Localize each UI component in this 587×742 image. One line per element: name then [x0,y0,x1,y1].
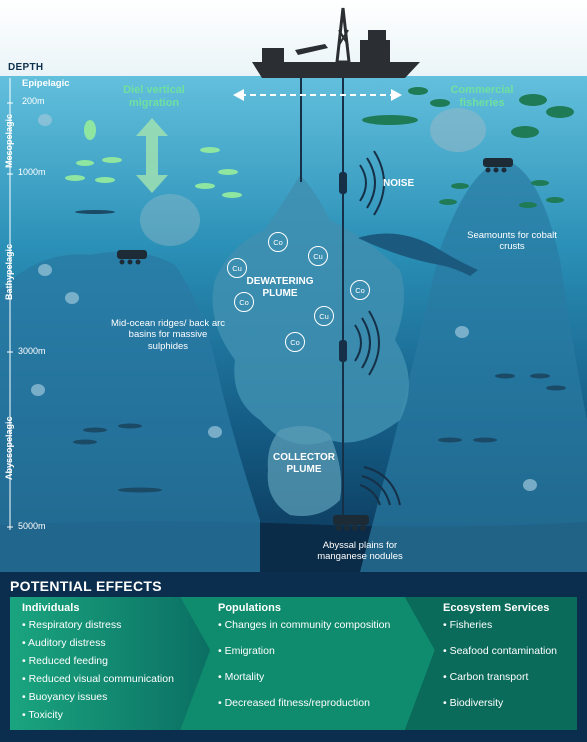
ecosystem-services-title: Ecosystem Services [443,602,550,614]
vertical-migration-arrow [136,118,168,193]
effect-item: Fisheries [443,619,557,631]
populations-title: Populations [218,602,281,614]
effect-item: Mortality [218,671,390,683]
diel-migration-label: Diel vertical migration [123,84,185,110]
dewatering-plume-label: DEWATERING PLUME [246,276,314,299]
collector-vehicle-ridge [117,250,147,265]
depth-1000m: 1000m [18,167,46,177]
effect-item: Seafood contamination [443,645,557,657]
effect-item: Reduced visual communication [22,673,174,685]
collector-vehicle-seamount [483,158,513,173]
effect-item: Toxicity [22,709,174,721]
effect-item: Decreased fitness/reproduction [218,697,390,709]
ridges-label: Mid-ocean ridges/ back arc basins for ma… [110,318,226,352]
depth-200m: 200m [22,96,45,106]
metal-ion: Co [268,232,288,252]
effect-item: Buoyancy issues [22,691,174,703]
zone-epipelagic: Epipelagic [22,78,70,89]
individuals-title: Individuals [22,602,80,614]
ridge-plume [140,194,200,246]
effect-item: Emigration [218,645,390,657]
effect-item: Reduced feeding [22,655,174,667]
effects-individuals: Individuals Respiratory distress Auditor… [22,602,174,721]
collector-plume-label: COLLECTOR PLUME [272,452,336,475]
zone-bathypelagic: Bathypelagic [4,243,14,300]
metal-ion: Cu [314,306,334,326]
effects-populations: Populations Changes in community composi… [218,602,390,709]
effect-item: Changes in community composition [218,619,391,631]
effect-item: Carbon transport [443,671,557,683]
effect-item: Biodiversity [443,697,557,709]
mining-ship [252,7,420,78]
depth-title: DEPTH [8,62,44,73]
collector-plume-cloud [267,426,342,516]
whale [358,233,478,276]
depth-5000m: 5000m [18,521,46,531]
mesopelagic-fish-left [65,120,242,198]
metal-ion: Co [350,280,370,300]
metal-ion: Cu [227,258,247,278]
metal-ion: Cu [308,246,328,266]
mid-ocean-ridge [0,251,260,572]
potential-effects-panel: POTENTIAL EFFECTS Individuals Respirator… [0,572,587,742]
seamounts-label: Seamounts for cobalt crusts [467,230,557,253]
effects-title: POTENTIAL EFFECTS [10,578,162,594]
commercial-fish [362,87,574,208]
zone-abyssopelagic: Abyssopelagic [4,416,14,480]
metal-ion: Co [285,332,305,352]
dewatering-plume-cloud [212,175,409,445]
depth-3000m: 3000m [18,346,46,356]
zone-mesopelagic: Mesopelagic [4,113,14,168]
collector-vehicle-abyssal [333,515,369,531]
seamount [360,160,587,572]
jellyfish [31,114,537,491]
deep-fish [73,210,566,493]
effect-item: Auditory distress [22,637,174,649]
effects-ecosystem-services: Ecosystem Services Fisheries Seafood con… [443,602,557,709]
noise-label: NOISE [383,178,415,189]
seamount-plume [430,108,486,152]
metal-ion: Co [234,292,254,312]
noise-waves [354,150,401,506]
commercial-fisheries-label: Commercial fisheries [450,84,514,110]
abyssal-plains-label: Abyssal plains for manganese nodules [317,540,403,563]
effect-item: Respiratory distress [22,619,174,631]
